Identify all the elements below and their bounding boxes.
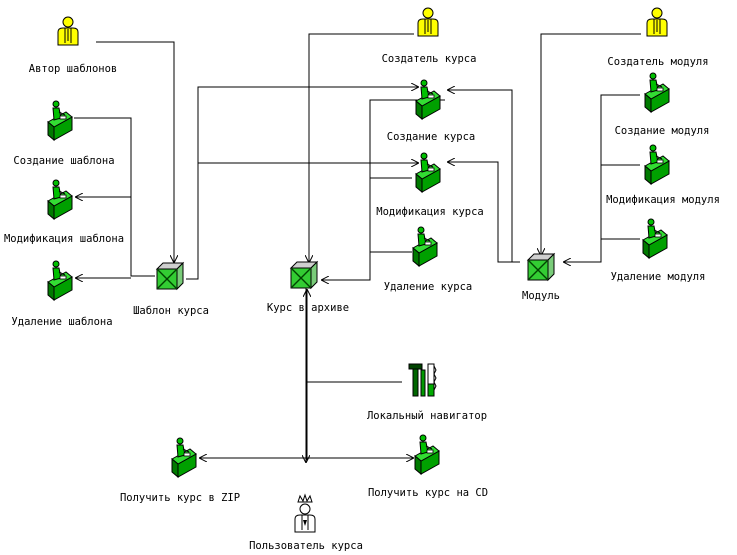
worker-at-desk-icon-get-cd bbox=[414, 434, 440, 475]
worker-at-desk-icon-delete-module bbox=[642, 218, 668, 259]
label-module: Модуль bbox=[522, 290, 560, 302]
label-modify-course: Модификация курса bbox=[376, 206, 484, 218]
person-icon-course-creator bbox=[417, 7, 439, 37]
label-get-zip: Получить курс в ZIP bbox=[119, 492, 241, 504]
label-course-user: Пользователь курса bbox=[249, 540, 363, 552]
label-module-creator: Создатель модуля bbox=[607, 56, 709, 68]
box-entity-icon-module bbox=[527, 253, 555, 281]
worker-at-desk-icon-create-template bbox=[47, 100, 73, 141]
worker-at-desk-icon-modify-module bbox=[644, 144, 670, 185]
label-course-template: Шаблон курса bbox=[133, 305, 209, 317]
label-delete-module: Удаление модуля bbox=[610, 271, 706, 283]
label-create-module: Создание модуля bbox=[614, 125, 710, 137]
worker-at-desk-icon-modify-template bbox=[47, 179, 73, 220]
label-local-navigator: Локальный навигатор bbox=[366, 410, 488, 422]
worker-at-desk-icon-delete-course bbox=[412, 226, 438, 267]
person-icon-module-creator bbox=[646, 7, 668, 37]
label-create-template: Создание шаблона bbox=[13, 155, 115, 167]
tools-icon-local-navigator bbox=[408, 363, 437, 397]
crowned-person-icon-course-user bbox=[294, 494, 316, 533]
label-create-course: Создание курса bbox=[386, 131, 476, 143]
label-modify-module: Модификация модуля bbox=[606, 194, 720, 206]
worker-at-desk-icon-get-zip bbox=[171, 437, 197, 478]
label-modify-template: Модификация шаблона bbox=[3, 233, 125, 245]
box-entity-icon-course-template bbox=[156, 262, 184, 290]
connection-lines bbox=[74, 33, 641, 462]
worker-at-desk-icon-modify-course bbox=[415, 152, 441, 193]
label-delete-template: Удаление шаблона bbox=[11, 316, 113, 328]
label-get-cd: Получить курс на CD bbox=[367, 487, 489, 499]
label-author-templates: Автор шаблонов bbox=[28, 63, 118, 75]
worker-at-desk-icon-create-module bbox=[644, 72, 670, 113]
person-icon-template-author bbox=[57, 16, 79, 46]
label-course-archive: Курс в архиве bbox=[266, 302, 350, 314]
worker-at-desk-icon-create-course bbox=[415, 79, 441, 120]
box-entity-icon-course-archive bbox=[290, 261, 318, 289]
label-course-creator: Создатель курса bbox=[381, 53, 477, 65]
worker-at-desk-icon-delete-template bbox=[47, 260, 73, 301]
label-delete-course: Удаление курса bbox=[383, 281, 473, 293]
